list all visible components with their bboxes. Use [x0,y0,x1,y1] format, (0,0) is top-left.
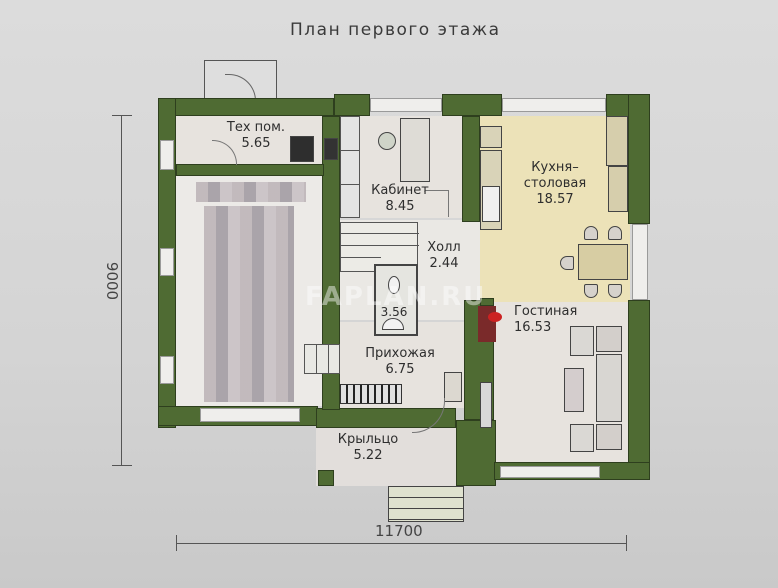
dining-chair [560,256,574,270]
room-area: 16.53 [514,320,552,335]
dining-chair [584,284,598,298]
dining-chair [608,226,622,240]
wall-right [628,94,650,224]
room-name: Крыльцо [337,432,399,447]
boiler-icon [290,136,314,162]
room-area: 5.22 [353,448,383,463]
porch-pillar [318,470,334,486]
window-top-kitchen [502,98,606,112]
shelving [340,116,360,218]
room-area: 18.57 [536,192,574,207]
kitchen-cabinet [608,166,628,212]
wall-tech-bottom [176,164,324,176]
door-office [424,190,449,217]
label-hall: Холл 2.44 [418,240,470,272]
porch-steps [388,486,464,522]
room-name-line1: Кухня– [531,160,579,175]
room-name-line2: столовая [523,176,587,191]
window-top-office [370,98,442,112]
entry-cabinet [444,372,462,402]
room-area: 5.65 [241,136,271,151]
sofa-armchair [570,424,594,452]
sofa-armchair [596,424,622,450]
toilet-icon [388,276,400,294]
window-garage-bottom [200,408,300,422]
blurred-car [204,206,294,402]
fridge [606,116,628,166]
room-porch [316,426,458,486]
dining-chair [608,284,622,298]
room-name: Кабинет [371,183,429,198]
label-porch: Крыльцо 5.22 [328,432,408,464]
sofa-armchair [570,326,594,356]
label-living: Гостиная 16.53 [494,304,604,336]
pipe-icon [324,138,338,160]
room-area: 6.75 [385,362,415,377]
room-area: 2.44 [429,256,459,271]
width-dimension-label: 11700 [375,522,423,540]
label-entry: Прихожая 6.75 [360,346,440,378]
window-bottom-living [500,466,600,478]
kitchen-stove [480,126,502,148]
wall-right-lower [628,300,650,480]
flame-icon [488,312,502,322]
wall-top-mid [334,94,370,116]
dining-table [578,244,628,280]
label-kitchen: Кухня– столовая 18.57 [510,160,600,208]
blurred-car [196,182,306,202]
dining-chair [584,226,598,240]
staircase [340,222,419,272]
room-name: Гостиная [514,304,578,319]
office-desk [400,118,430,182]
wall-kitchen-left [462,116,480,222]
wardrobe [340,384,402,404]
height-dimension-label: 9000 [103,261,122,301]
window-left-2 [160,248,174,276]
sofa-armchair [596,326,622,352]
room-name: Тех пом. [226,120,286,135]
window-right-kitchen [632,224,648,300]
window-left-3 [160,356,174,384]
wall-bottom-right [456,420,496,486]
label-tech: Тех пом. 5.65 [216,120,296,152]
wall-top-mid2 [442,94,502,116]
room-name: Холл [427,240,461,255]
wall-living-top [480,298,494,306]
wall-top-left [158,98,334,116]
wall-garage-inner [322,116,340,410]
window-left-1 [160,140,174,170]
tv-stand [480,382,492,428]
plan-title: План первого этажа [290,20,501,40]
coffee-table [564,368,584,412]
kitchen-sink [482,186,500,222]
label-bathroom: 3.56 [374,304,414,320]
office-chair [378,132,396,150]
room-name: Прихожая [365,346,435,361]
room-area: 8.45 [385,199,415,214]
entry-side-window [304,344,340,374]
sofa [596,354,622,422]
label-office: Кабинет 8.45 [360,183,440,215]
room-area: 3.56 [380,305,408,319]
watermark: FAPLAN.RU [305,282,487,312]
